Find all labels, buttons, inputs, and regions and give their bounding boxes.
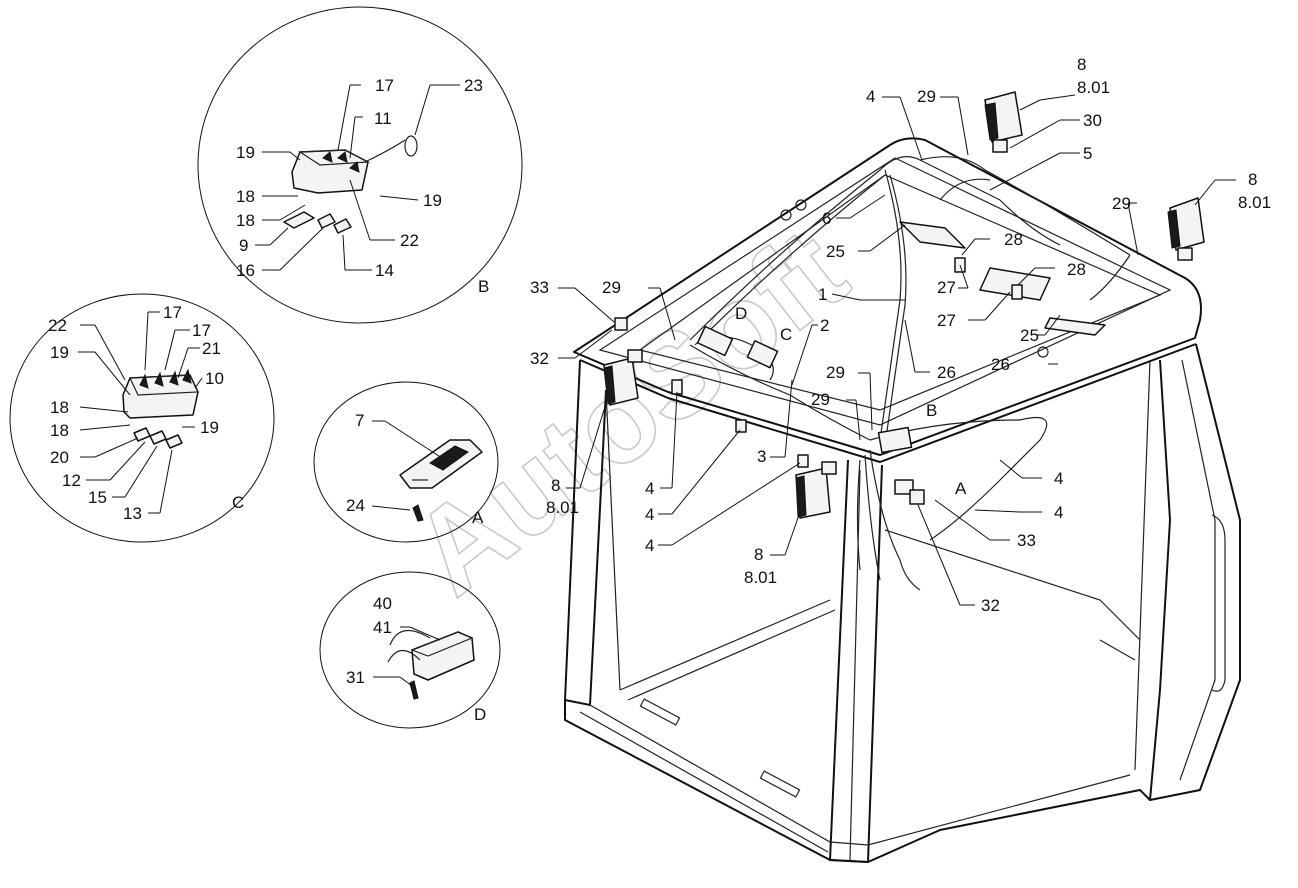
detail-c-circle (9, 293, 275, 543)
svg-text:18: 18 (50, 398, 69, 417)
svg-text:8: 8 (1077, 55, 1086, 74)
svg-text:18: 18 (50, 421, 69, 440)
svg-text:28: 28 (1067, 260, 1086, 279)
detail-d-circle (319, 571, 501, 729)
work-lamp-top (984, 91, 1023, 153)
svg-text:29: 29 (811, 390, 830, 409)
svg-text:8: 8 (754, 545, 763, 564)
detail-a: 7 24 A (313, 381, 499, 543)
detail-b: 17 11 23 19 18 18 9 16 14 19 22 B (197, 6, 523, 324)
svg-text:16: 16 (236, 261, 255, 280)
svg-text:22: 22 (48, 316, 67, 335)
svg-text:6: 6 (822, 209, 831, 228)
callout-letter-d: D (735, 304, 747, 323)
svg-text:9: 9 (239, 236, 248, 255)
callout-letter-c: C (780, 325, 792, 344)
svg-text:4: 4 (1054, 469, 1063, 488)
detail-b-letter: B (478, 277, 489, 296)
callout-letter-b: B (926, 401, 937, 420)
svg-text:3: 3 (757, 447, 766, 466)
callout-leaders (558, 94, 1236, 606)
detail-d: 40 41 31 D (319, 571, 501, 729)
svg-text:19: 19 (236, 143, 255, 162)
svg-text:17: 17 (192, 321, 211, 340)
svg-text:25: 25 (1020, 326, 1039, 345)
svg-text:22: 22 (400, 231, 419, 250)
svg-text:32: 32 (530, 349, 549, 368)
svg-text:4: 4 (1054, 503, 1063, 522)
svg-text:8: 8 (1248, 170, 1257, 189)
svg-text:19: 19 (50, 343, 69, 362)
callout-labels: 4 29 8 8.01 30 5 8 8.01 29 6 25 28 28 27… (530, 55, 1271, 615)
svg-text:30: 30 (1083, 111, 1102, 130)
fuse-23 (404, 135, 418, 157)
svg-text:25: 25 (826, 242, 845, 261)
svg-text:17: 17 (375, 76, 394, 95)
svg-text:21: 21 (202, 339, 221, 358)
svg-text:31: 31 (346, 668, 365, 687)
svg-text:41: 41 (373, 618, 392, 637)
cab-frame (564, 137, 1241, 863)
watermark: AutoSoft (389, 203, 871, 620)
svg-text:1: 1 (818, 285, 827, 304)
connector-41 (411, 631, 475, 681)
svg-text:23: 23 (464, 76, 483, 95)
svg-text:18: 18 (236, 211, 255, 230)
svg-text:29: 29 (1112, 194, 1131, 213)
svg-text:5: 5 (1083, 144, 1092, 163)
work-lamp-left (603, 349, 643, 406)
svg-text:29: 29 (917, 87, 936, 106)
svg-text:8.01: 8.01 (1238, 193, 1271, 212)
svg-text:27: 27 (937, 278, 956, 297)
detail-a-circle (313, 381, 499, 543)
callout-letter-a: A (955, 479, 967, 498)
svg-text:4: 4 (645, 536, 654, 555)
svg-text:33: 33 (1017, 531, 1036, 550)
svg-text:4: 4 (866, 87, 875, 106)
svg-text:8.01: 8.01 (546, 498, 579, 517)
svg-text:8: 8 (551, 476, 560, 495)
svg-text:12: 12 (62, 471, 81, 490)
detail-c: 22 17 17 19 21 10 18 18 19 20 12 15 13 C (9, 293, 275, 543)
svg-text:26: 26 (937, 363, 956, 382)
svg-text:4: 4 (645, 505, 654, 524)
svg-text:28: 28 (1004, 230, 1023, 249)
roof-components (671, 199, 1106, 468)
svg-text:18: 18 (236, 187, 255, 206)
svg-text:15: 15 (88, 488, 107, 507)
svg-text:27: 27 (937, 311, 956, 330)
svg-text:40: 40 (373, 594, 392, 613)
svg-text:32: 32 (981, 596, 1000, 615)
svg-text:14: 14 (375, 261, 394, 280)
svg-text:20: 20 (50, 448, 69, 467)
svg-text:26: 26 (991, 355, 1010, 374)
svg-text:2: 2 (820, 316, 829, 335)
svg-text:8.01: 8.01 (1077, 78, 1110, 97)
svg-text:10: 10 (205, 369, 224, 388)
detail-a-letter: A (472, 508, 484, 527)
svg-text:19: 19 (423, 191, 442, 210)
svg-text:29: 29 (826, 363, 845, 382)
svg-text:24: 24 (346, 496, 365, 515)
work-lamp-right (1167, 197, 1205, 261)
work-lamp-front (795, 461, 837, 519)
detail-d-letter: D (474, 705, 486, 724)
harness-connectors (614, 317, 925, 505)
svg-text:7: 7 (355, 411, 364, 430)
svg-text:17: 17 (163, 303, 182, 322)
detail-c-letter: C (232, 493, 244, 512)
svg-text:11: 11 (374, 109, 392, 128)
svg-text:19: 19 (200, 418, 219, 437)
detail-b-circle (197, 6, 523, 324)
svg-text:13: 13 (123, 504, 142, 523)
svg-text:4: 4 (645, 479, 654, 498)
svg-text:33: 33 (530, 278, 549, 297)
svg-text:29: 29 (602, 278, 621, 297)
svg-text:8.01: 8.01 (744, 568, 777, 587)
